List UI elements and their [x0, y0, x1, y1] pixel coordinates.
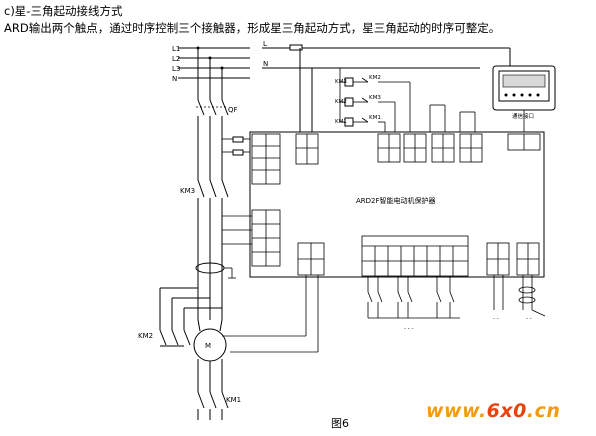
- breaker-label: QF: [228, 106, 238, 114]
- km1-main-label: KM1: [226, 396, 241, 404]
- bus-label-n: N: [172, 75, 177, 83]
- control-n-label: N: [263, 60, 268, 68]
- ard-module: ARD2F智能电动机保护器: [222, 131, 545, 278]
- site-watermark: www.6x0.cn: [426, 400, 560, 422]
- km2-main-label: KM2: [138, 332, 153, 340]
- km1-aux-label: KM1: [369, 115, 381, 121]
- section-description: ARD输出两个触点，通过时序控制三个接触器，形成星三角起动方式，星三角起动的时序…: [4, 21, 501, 35]
- main-breaker: QF: [196, 99, 250, 180]
- display-unit: 通信接口: [492, 65, 556, 132]
- control-l-label: L: [263, 40, 267, 48]
- bus-label-l3: L3: [172, 65, 180, 73]
- motor-label: M: [205, 342, 211, 350]
- svg-text:- -: - -: [493, 316, 499, 322]
- svg-text:- -: - -: [526, 316, 532, 322]
- km2-star-contacts: KM2: [138, 287, 222, 347]
- control-coils: KM3 KM2 KM2 KM3 KM1 KM1: [335, 68, 476, 132]
- km2-interlock-label: KM2: [369, 75, 381, 81]
- figure-caption: 图6: [331, 417, 349, 430]
- svg-text:- - -: - - -: [404, 326, 413, 332]
- section-heading: c)星-三角起动接线方式: [4, 4, 123, 18]
- watermark-main: 6x0: [486, 400, 527, 422]
- power-bus: L1 L2 L3 N: [172, 45, 250, 100]
- bus-label-l2: L2: [172, 55, 180, 63]
- km3-interlock-label: KM3: [369, 95, 381, 101]
- watermark-prefix: www.: [426, 400, 487, 422]
- km1-main-contacts: KM1: [197, 391, 241, 420]
- km3-main-contacts: KM3: [180, 179, 236, 320]
- motor: M: [193, 319, 227, 392]
- km3-main-label: KM3: [180, 187, 195, 195]
- ard-device-label: ARD2F智能电动机保护器: [356, 196, 436, 205]
- display-port-label: 通信接口: [512, 112, 534, 120]
- watermark-suffix: .cn: [526, 400, 561, 422]
- bottom-wiring: - - - - - - -: [222, 275, 546, 353]
- bus-label-l1: L1: [172, 45, 180, 53]
- control-supply: L N: [262, 40, 511, 132]
